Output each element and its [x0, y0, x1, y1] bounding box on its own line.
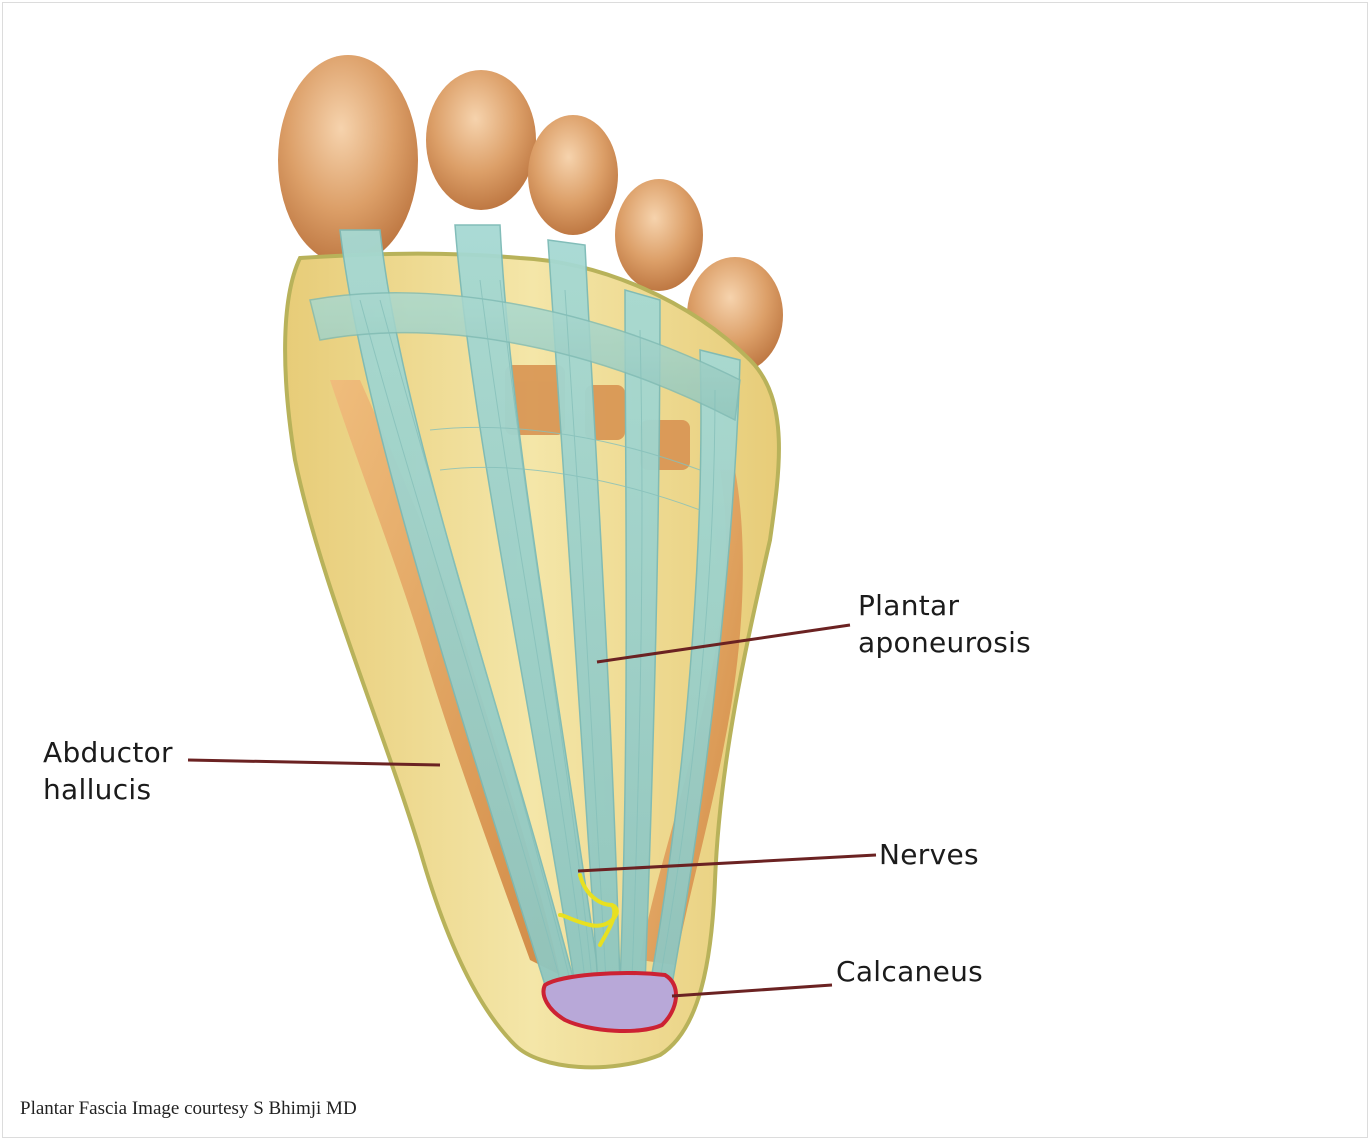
toe-second: [426, 70, 536, 210]
figure-caption: Plantar Fascia Image courtesy S Bhimji M…: [20, 1098, 357, 1120]
label-calcaneus: Calcaneus: [836, 953, 983, 990]
label-nerves: Nerves: [879, 836, 979, 873]
toe-fourth: [615, 179, 703, 291]
label-plantar-aponeurosis: Plantar aponeurosis: [858, 587, 1031, 661]
label-abductor-hallucis: Abductor hallucis: [43, 734, 173, 808]
toe-third: [528, 115, 618, 235]
